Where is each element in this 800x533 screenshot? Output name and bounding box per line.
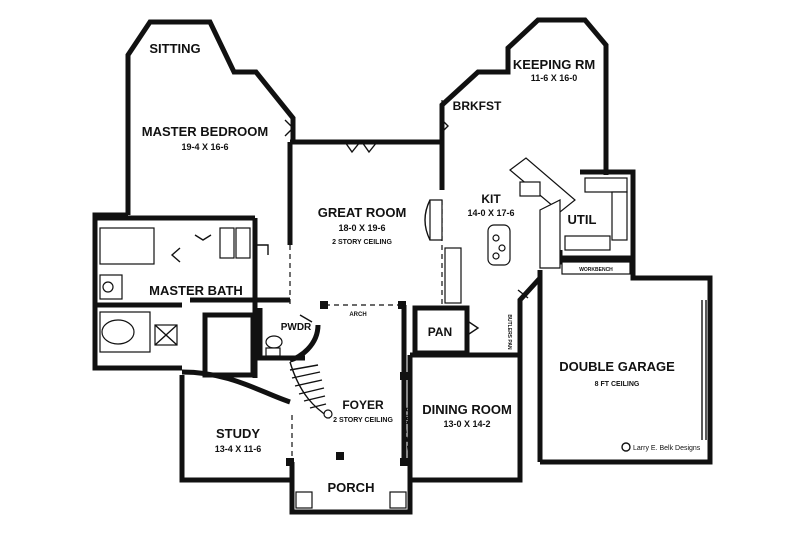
door-swings xyxy=(170,117,529,337)
column-post xyxy=(400,458,408,466)
porch-wall xyxy=(289,462,413,515)
arch-vertical-label: ARCH xyxy=(405,407,411,424)
porch-step xyxy=(295,491,313,509)
column-post xyxy=(320,301,328,309)
room-size-study: 13-4 X 11-6 xyxy=(215,444,262,454)
room-label-dining-room: DINING ROOM xyxy=(422,402,512,417)
util-fixtures xyxy=(564,177,628,251)
room-size-dining-room: 13-0 X 14-2 xyxy=(443,419,490,429)
porch-step xyxy=(389,491,407,509)
kitchen-fixtures xyxy=(424,157,576,304)
room-size-master-bedroom: 19-4 X 16-6 xyxy=(181,142,228,152)
room-note-double-garage: 8 FT CEILING xyxy=(595,381,640,388)
column-post xyxy=(286,458,294,466)
room-label-util: UTIL xyxy=(568,212,597,227)
workbench xyxy=(561,261,631,275)
room-label-study: STUDY xyxy=(216,426,260,441)
stair-curve-wall xyxy=(181,369,291,405)
pantry-wall xyxy=(412,305,470,356)
room-label-double-garage: DOUBLE GARAGE xyxy=(559,359,675,374)
column-post xyxy=(400,372,408,380)
keeping-room-wall xyxy=(439,17,609,175)
pwdr-fixtures xyxy=(265,335,283,357)
room-label-great-room: GREAT ROOM xyxy=(318,205,407,220)
master-bedroom-wall xyxy=(125,19,296,215)
room-label-brkfst: BRKFST xyxy=(453,99,502,113)
room-label-master-bedroom: MASTER BEDROOM xyxy=(142,124,268,139)
designer-credit: Larry E. Belk Designs xyxy=(633,445,701,452)
room-label-keeping-rm: KEEPING RM xyxy=(513,57,595,72)
dining-arch-opening xyxy=(403,409,411,471)
room-label-foyer: FOYER xyxy=(342,398,384,412)
master-bath-wall xyxy=(92,212,182,371)
dining-room-wall xyxy=(407,345,523,483)
room-label-pwdr: PWDR xyxy=(281,322,312,333)
room-size-kit: 14-0 X 17-6 xyxy=(467,208,514,218)
room-note-foyer: 2 STORY CEILING xyxy=(333,417,393,424)
room-label-master-bath: MASTER BATH xyxy=(149,283,243,298)
kitchen-wall xyxy=(517,276,542,345)
room-label-kit: KIT xyxy=(481,192,501,206)
column-post xyxy=(336,452,344,460)
foyer-stair-wall xyxy=(289,324,321,363)
master-closet-wall xyxy=(202,312,256,378)
room-note-great-room: 2 STORY CEILING xyxy=(332,239,392,246)
room-label-pan: PAN xyxy=(428,325,452,339)
room-size-keeping-rm: 11-6 X 16-0 xyxy=(531,73,578,83)
room-label-porch: PORCH xyxy=(328,480,375,495)
copyright-icon xyxy=(621,442,631,452)
staircase xyxy=(289,361,333,419)
study-wall xyxy=(179,375,295,483)
workbench-label: WORKBENCH xyxy=(579,267,613,273)
room-label-sitting: SITTING xyxy=(149,41,200,56)
bath-fixtures xyxy=(99,227,251,353)
column-post xyxy=(398,301,406,309)
butlers-pan-label: BUTLERS PAN xyxy=(506,314,512,350)
room-size-great-room: 18-0 X 19-6 xyxy=(338,223,385,233)
arch-label: ARCH xyxy=(349,312,366,318)
